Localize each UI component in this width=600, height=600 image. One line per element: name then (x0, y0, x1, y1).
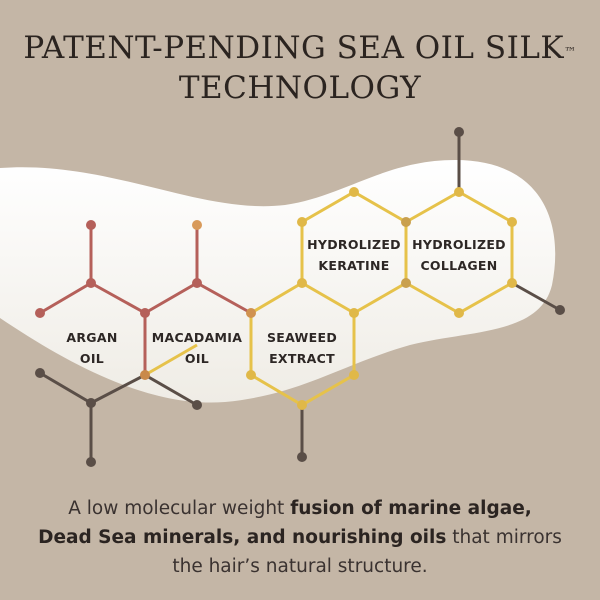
description-part: A low molecular weight (68, 498, 291, 519)
bonds (39, 132, 561, 462)
atoms (35, 127, 565, 467)
trademark-symbol: ™ (564, 45, 577, 59)
label-line: ARGAN (66, 330, 118, 345)
description-part: that mirrors the hair’s natural structur… (172, 527, 562, 577)
label-line: EXTRACT (269, 351, 335, 366)
label-argan-oil: ARGAN OIL (52, 327, 132, 369)
label-hydrolized-keratine: HYDROLIZED KERATINE (303, 234, 405, 276)
title-line-2: TECHNOLOGY (178, 70, 422, 106)
label-line: SEAWEED (267, 330, 337, 345)
description-bold: Dead Sea minerals, and nourishing oils (38, 527, 447, 548)
page-title: PATENT-PENDING SEA OIL SILK™ TECHNOLOGY (0, 28, 600, 108)
description-bold: fusion of marine algae, (290, 498, 532, 519)
label-line: HYDROLIZED (412, 237, 506, 252)
label-line: MACADAMIA (151, 330, 243, 345)
title-line-1: PATENT-PENDING SEA OIL SILK (23, 30, 565, 66)
label-seaweed-extract: SEAWEED EXTRACT (257, 327, 347, 369)
label-line: COLLAGEN (420, 258, 498, 273)
label-macadamia-oil: MACADAMIA OIL (147, 327, 247, 369)
label-line: HYDROLIZED (307, 237, 401, 252)
label-line: OIL (184, 351, 210, 366)
label-line: KERATINE (318, 258, 390, 273)
cream-swatch (0, 160, 556, 403)
description-text: A low molecular weight fusion of marine … (30, 494, 570, 581)
label-line: OIL (79, 351, 105, 366)
label-hydrolized-collagen: HYDROLIZED COLLAGEN (407, 234, 511, 276)
